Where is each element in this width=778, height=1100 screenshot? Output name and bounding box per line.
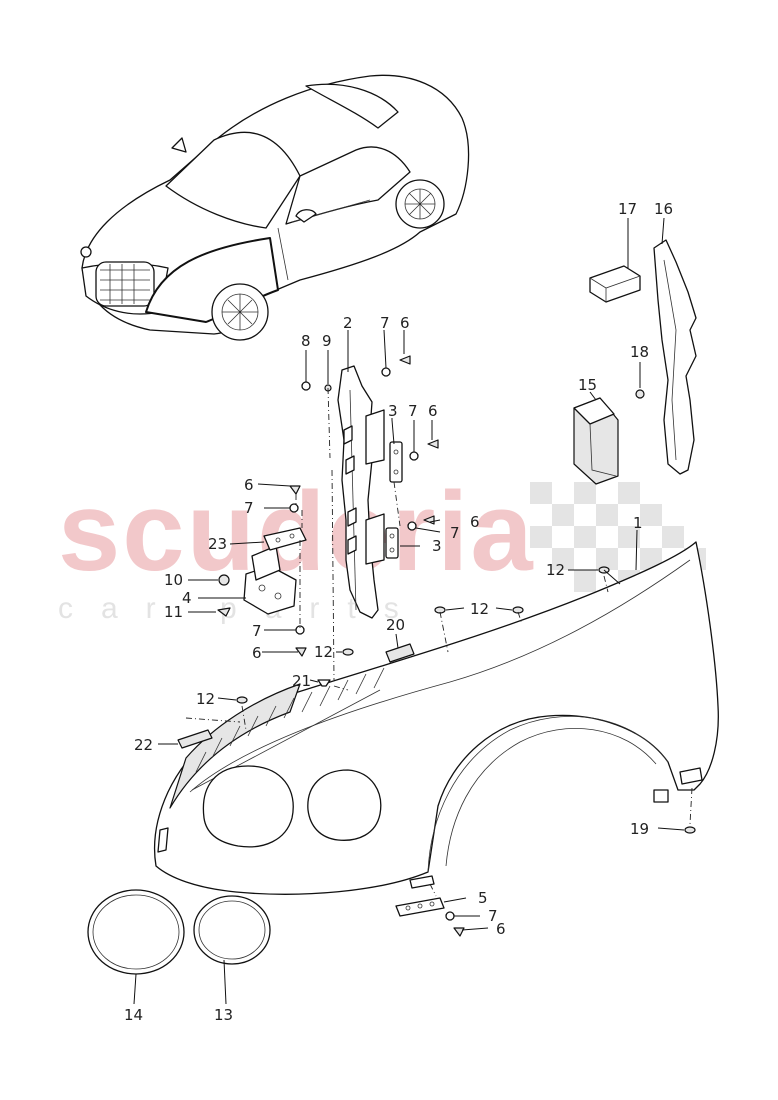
part-headlight-seal-right	[193, 895, 271, 965]
callout-labels: 1 2 3 3 4 5 6 6 6 6 6 6 7 7 7 7 7 7 8 9 …	[124, 200, 673, 1024]
part-lower-plate	[395, 897, 445, 917]
part-mount-plate	[263, 527, 307, 551]
callout-5: 5	[478, 889, 488, 907]
callout-12-right: 12	[546, 561, 565, 579]
part-insulation-block	[589, 265, 641, 303]
part-plate-upper	[389, 441, 403, 483]
callout-6-left-lower: 6	[252, 644, 262, 662]
callout-7-top: 7	[380, 314, 390, 332]
callout-18: 18	[630, 343, 649, 361]
car-overview	[80, 74, 470, 341]
part-plate-lower	[385, 527, 399, 559]
callout-14: 14	[124, 1006, 143, 1024]
callout-8: 8	[301, 332, 311, 350]
part-foam-block	[573, 397, 619, 485]
callout-7-left-lower: 7	[252, 622, 262, 640]
callout-7-left-upper: 7	[244, 499, 254, 517]
callout-4: 4	[182, 589, 192, 607]
callout-17: 17	[618, 200, 637, 218]
callout-6-mid: 6	[428, 402, 438, 420]
callout-6-right: 6	[470, 513, 480, 531]
callout-20: 20	[386, 616, 405, 634]
callout-3-lower: 3	[432, 537, 442, 555]
part-seal-strip	[653, 239, 697, 475]
callout-12-left: 12	[196, 690, 215, 708]
part-headlight-seal-left	[87, 889, 185, 975]
callout-11: 11	[164, 603, 183, 621]
callout-1: 1	[633, 514, 643, 532]
callout-9: 9	[322, 332, 332, 350]
leader-lines	[133, 217, 693, 1005]
callout-21: 21	[292, 672, 311, 690]
callout-12-center: 12	[314, 643, 333, 661]
callout-23: 23	[208, 535, 227, 553]
callout-19: 19	[630, 820, 649, 838]
callout-12-mid: 12	[470, 600, 489, 618]
callout-7-right: 7	[450, 524, 460, 542]
part-mount-bracket	[243, 545, 297, 615]
callout-13: 13	[214, 1006, 233, 1024]
callout-2: 2	[343, 314, 353, 332]
callout-3-upper: 3	[388, 402, 398, 420]
callout-7-bottom: 7	[488, 907, 498, 925]
callout-6-bottom: 6	[496, 920, 506, 938]
callout-6-top: 6	[400, 314, 410, 332]
callout-6-left-upper: 6	[244, 476, 254, 494]
callout-22: 22	[134, 736, 153, 754]
part-fender-bracket	[337, 365, 385, 619]
fastener-group	[177, 355, 696, 937]
callout-10: 10	[164, 571, 183, 589]
part-front-fender	[153, 541, 719, 895]
callout-15: 15	[578, 376, 597, 394]
callout-7-mid: 7	[408, 402, 418, 420]
callout-16: 16	[654, 200, 673, 218]
